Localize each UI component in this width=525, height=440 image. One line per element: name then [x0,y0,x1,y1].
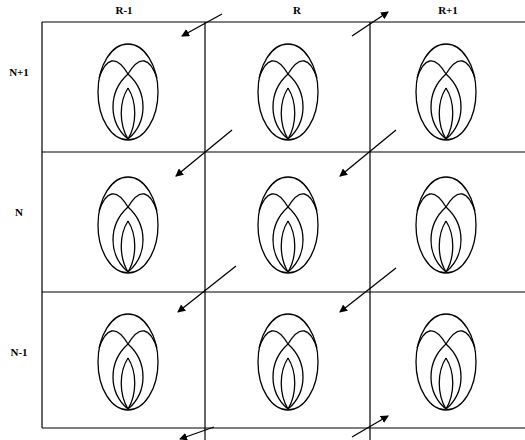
diagonal-arrows [176,12,396,439]
column-label: R+1 [436,4,460,16]
column-label: R-1 [113,4,134,16]
row-label: N+1 [7,66,31,78]
grid-lines [42,22,525,440]
row-label: N-1 [8,346,29,358]
row-label: N [13,206,25,218]
column-label: R [291,4,303,16]
cell-figures [98,44,476,410]
